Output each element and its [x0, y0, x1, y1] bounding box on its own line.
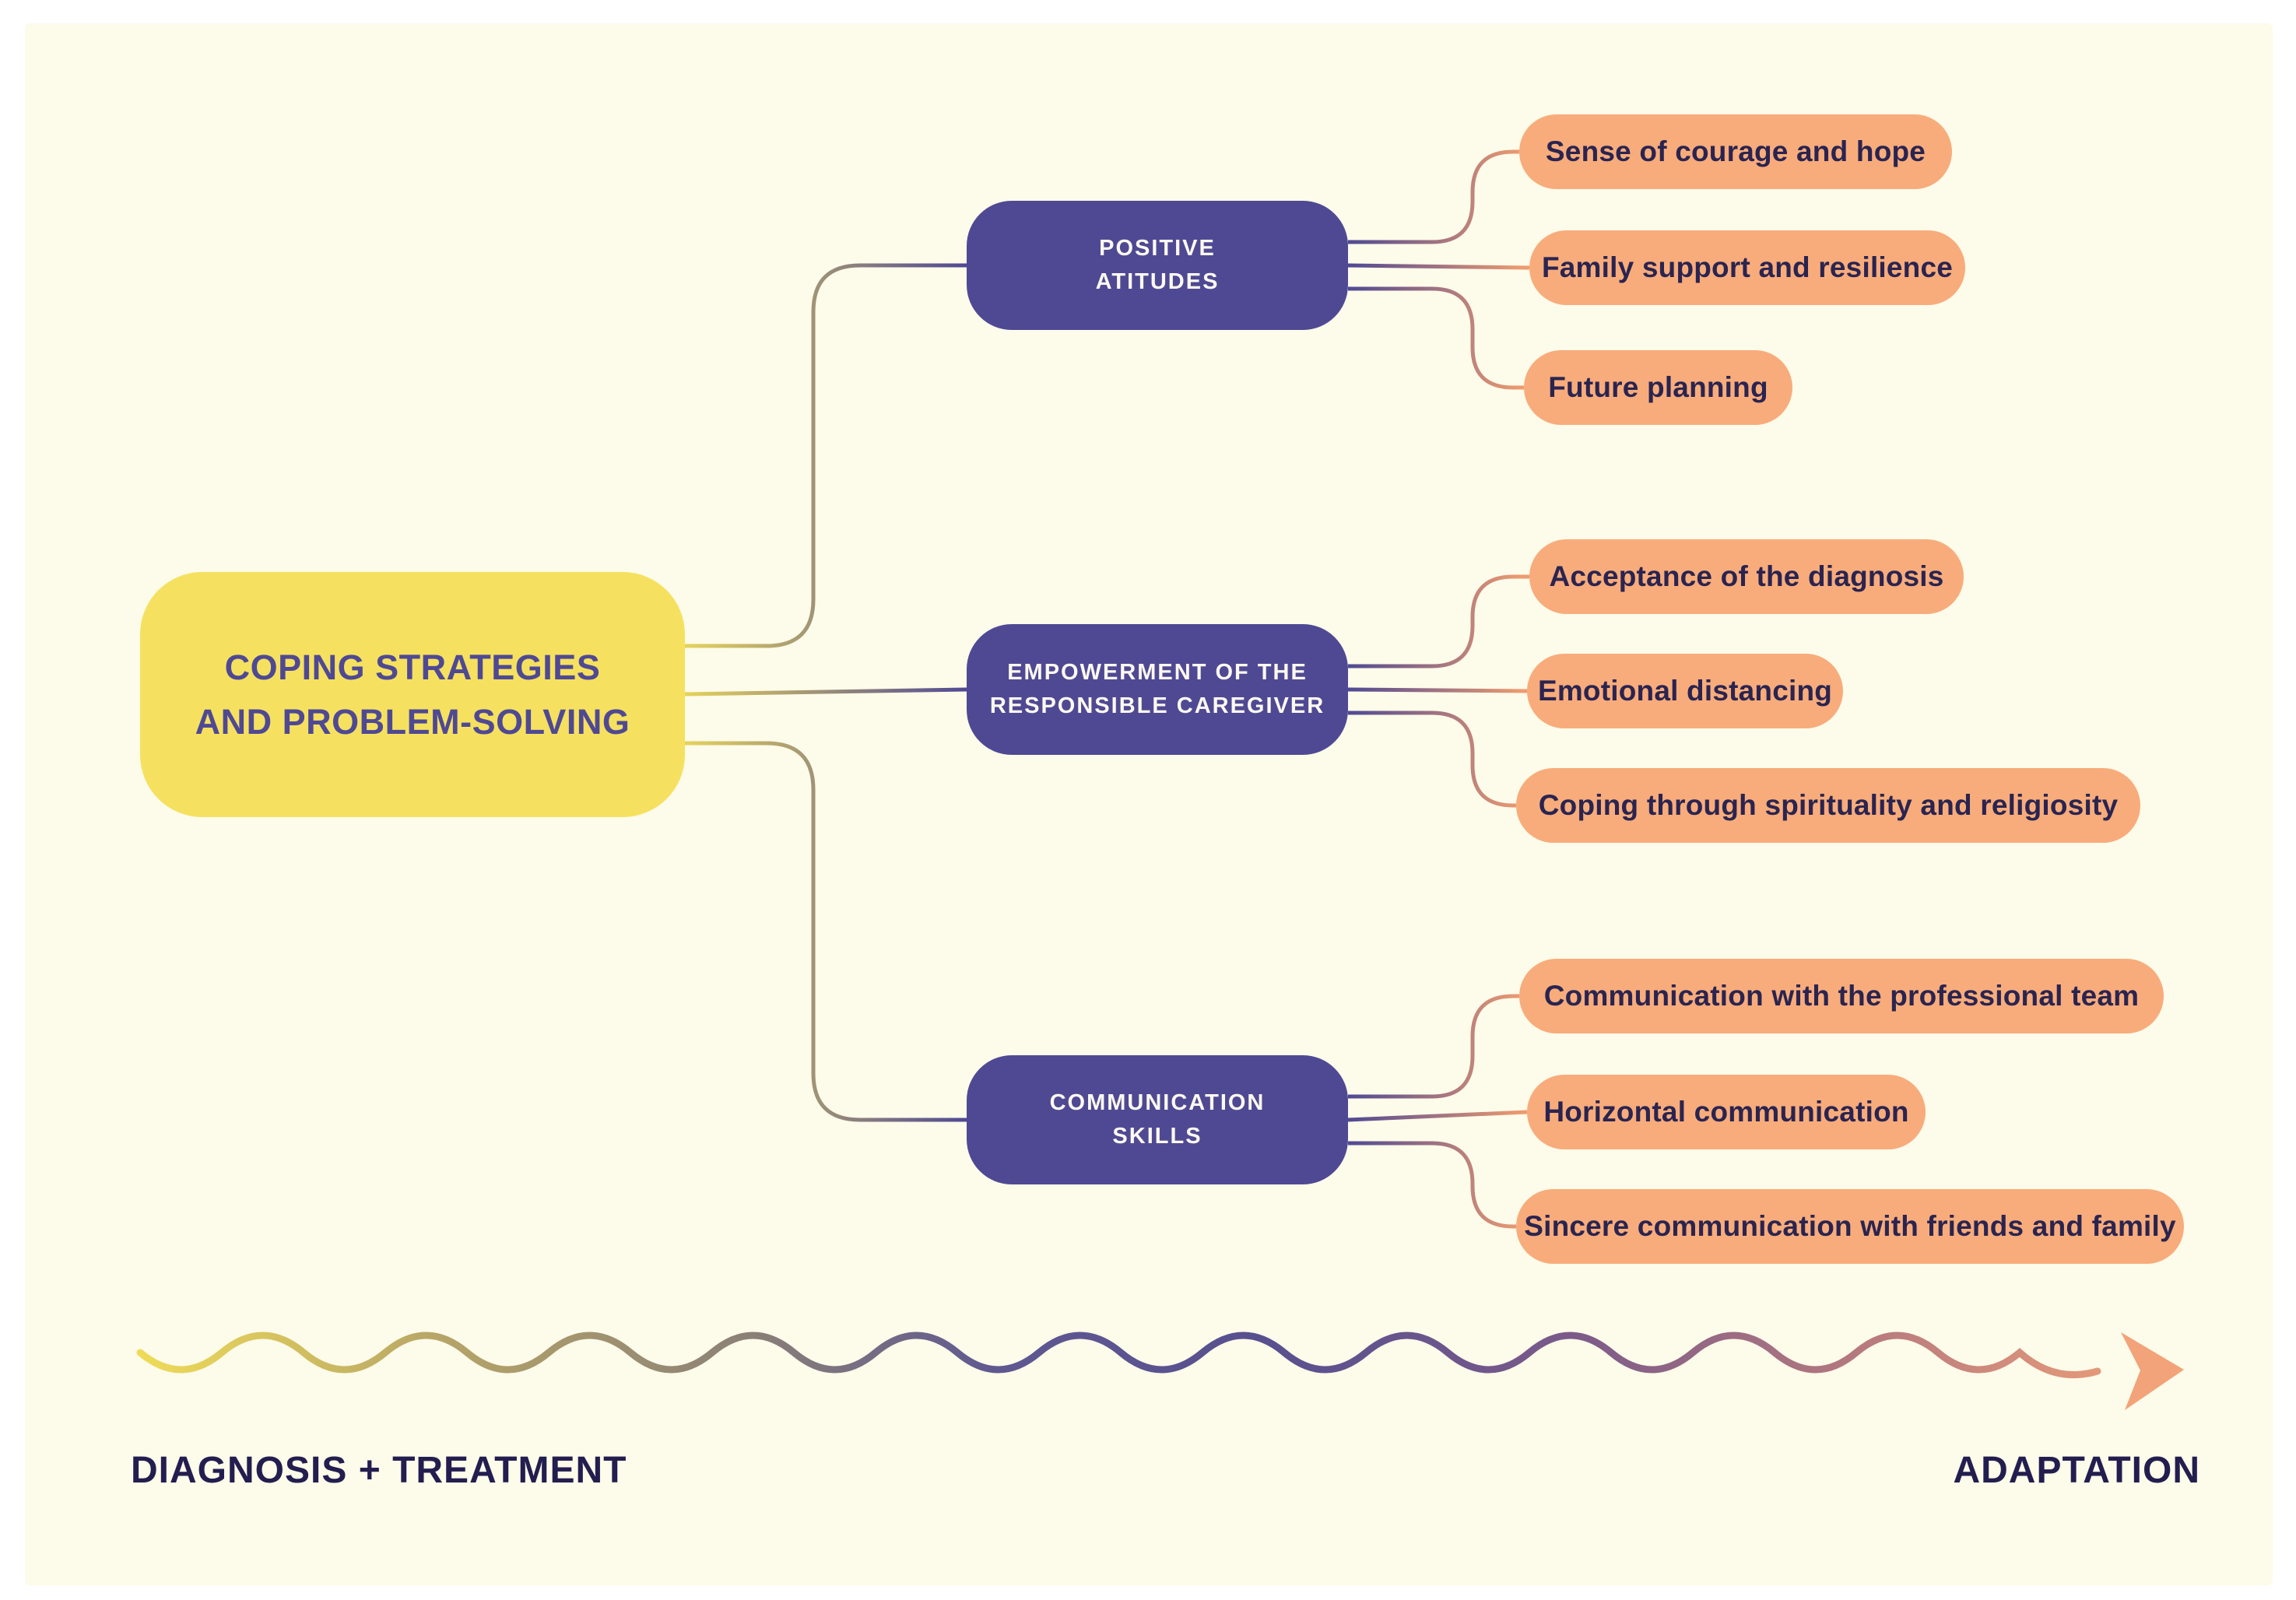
leaf-node: Future planning — [1524, 350, 1792, 425]
link-root-communication-skills — [685, 741, 967, 1122]
root-node: COPING STRATEGIES AND PROBLEM-SOLVING — [140, 572, 685, 817]
leaf-node: Sense of courage and hope — [1519, 114, 1952, 189]
leaf-node: Sincere communication with friends and f… — [1516, 1189, 2184, 1264]
link-leaf — [1348, 149, 1519, 244]
leaf-node: Acceptance of the diagnosis — [1529, 539, 1964, 614]
link-leaf — [1347, 263, 1530, 270]
leaf-node: Family support and resilience — [1529, 230, 1965, 305]
link-leaf — [1347, 687, 1528, 693]
link-root-empowerment — [684, 687, 967, 696]
link-leaf — [1347, 1110, 1528, 1122]
link-leaf — [1348, 286, 1524, 390]
link-root-positive-atitudes — [685, 263, 967, 648]
link-leaf — [1348, 711, 1516, 808]
leaf-node: Horizontal communication — [1527, 1075, 1926, 1149]
leaf-node: Communication with the professional team — [1519, 959, 2164, 1033]
link-leaf — [1348, 1141, 1516, 1229]
branch-node-positive-atitudes: POSITIVE ATITUDES — [967, 201, 1348, 330]
leaf-node: Emotional distancing — [1527, 654, 1843, 728]
timeline-arrowhead-icon — [2121, 1332, 2184, 1410]
timeline-start-label: DIAGNOSIS + TREATMENT — [131, 1450, 627, 1491]
branch-node-empowerment: EMPOWERMENT OF THE RESPONSIBLE CAREGIVER — [967, 624, 1348, 755]
link-leaf — [1348, 574, 1529, 668]
timeline-end-label: ADAPTATION — [1953, 1450, 2200, 1491]
leaf-node: Coping through spirituality and religios… — [1516, 768, 2140, 843]
branch-node-communication-skills: COMMUNICATION SKILLS — [967, 1055, 1348, 1184]
timeline-wave — [136, 1332, 2101, 1379]
link-leaf — [1348, 994, 1519, 1099]
